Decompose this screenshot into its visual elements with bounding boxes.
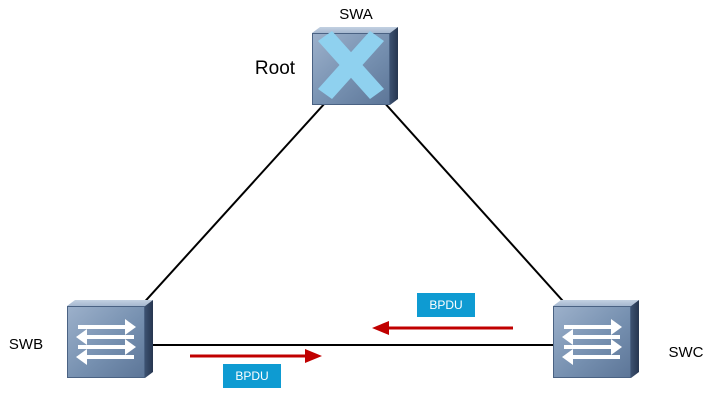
swa-label: SWA <box>339 6 373 23</box>
link-swa-swb <box>109 69 356 341</box>
switch-swc[interactable]: SWC <box>552 299 704 379</box>
red-arrow-right-icon <box>190 349 322 363</box>
link-swa-swc <box>354 69 599 341</box>
bpdu-label: BPDU <box>235 369 268 383</box>
bpdu-label: BPDU <box>429 298 462 312</box>
bpdu-message-c-to-b: BPDU <box>372 293 513 335</box>
bpdu-badge <box>417 293 475 317</box>
bpdu-message-b-to-c: BPDU <box>190 349 322 388</box>
switch-icon <box>66 299 154 379</box>
swb-label: SWB <box>9 336 43 353</box>
bpdu-badge <box>223 364 281 388</box>
root-switch-icon <box>311 26 399 106</box>
root-label: Root <box>255 58 296 79</box>
swc-label: SWC <box>669 344 704 361</box>
switch-swb[interactable]: SWB <box>9 299 154 379</box>
topology-links <box>109 69 599 346</box>
red-arrow-left-icon <box>372 321 513 335</box>
switch-icon <box>552 299 640 379</box>
switch-swa[interactable]: SWA Root <box>255 6 399 106</box>
